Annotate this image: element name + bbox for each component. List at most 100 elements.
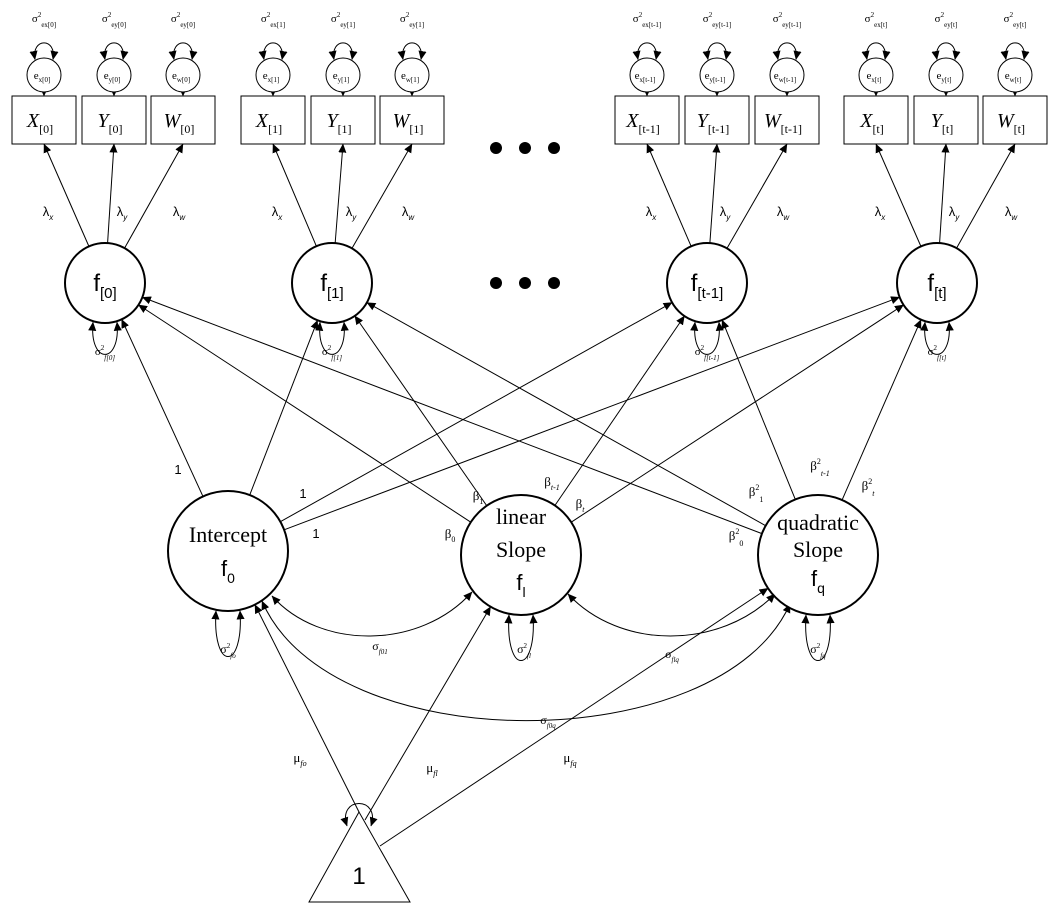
common-factor-label-part: [1] [327,285,344,302]
intercept-loading-arrow [121,318,204,497]
linear-loading-label-part: 0 [451,535,455,544]
error-term-circle [394,57,430,93]
common-factor-circle [666,242,748,324]
error-term-circle [26,57,62,93]
linear-quadratic-covariance-label-part: σ [665,647,672,661]
error-term-circle [255,57,291,93]
error-variance-loop [702,42,732,61]
error-variance-label-part: σ [1004,13,1010,25]
indicator-label-part: Y [931,110,944,132]
quadratic-loading-label-part: β [862,478,869,493]
linear-factor-label-line2-part: Slope [496,537,546,562]
factor-loading-arrow [43,143,90,247]
error-term-label: ey[0] [104,70,121,84]
error-term-label-part: e [635,70,640,82]
error-term-label: ex[t] [867,70,882,84]
loading-label-part: λ [272,204,279,219]
indicator-label: Y[1] [326,110,351,136]
error-term-label-part: e [172,70,177,82]
error-variance-label: σ2ey[t] [935,11,958,29]
loading-label: λw [173,204,187,222]
ellipsis-dot [548,277,560,289]
error-term-label: ey[t-1] [705,70,726,84]
loading-label-part: λ [720,204,727,219]
intercept-loading-arrow [249,319,319,496]
intercept-variance-label: σ2fo [220,642,236,660]
loading-label: λw [777,204,791,222]
indicator-label-part: X [859,110,873,132]
error-term-circle [928,57,964,93]
indicator-label-part: [t] [1014,122,1025,136]
ellipsis-dot [519,142,531,154]
quadratic-factor-label-symbol-part: q [817,580,825,596]
intercept-variance-label-part: 2 [227,642,231,650]
error-term-label-part: w[0] [177,76,190,84]
intercept-loading-label-part: 1 [299,486,306,501]
indicator-label: W[0] [164,110,195,136]
linear-factor-label-symbol-part: l [523,584,526,600]
intercept-quadratic-covariance-label: σf0q [540,713,556,730]
error-variance-loop [1000,42,1030,61]
intercept-factor-label-line1-part: Intercept [189,522,267,547]
indicator-box-w [379,95,445,145]
loading-label: λw [1005,204,1019,222]
intercept-linear-covariance-label: σf01 [372,639,387,656]
intercept-quadratic-covariance-label-part: σ [540,713,547,727]
error-term-label-part: x[1] [268,76,280,84]
quadratic-loading-label-part: β [749,484,756,499]
error-term-label-part: e [104,70,109,82]
factor-loading-arrow [351,143,413,249]
linear-factor-label-line2: Slope [496,537,546,562]
error-variance-label-part: 2 [337,11,341,19]
quadratic-factor-label-line1: quadratic [777,510,859,535]
loading-label: λy [346,204,358,222]
indicator-label-part: X [26,110,40,132]
loading-label-part: λ [777,204,784,219]
intercept-mean-label: μfo [293,750,306,768]
linear-variance-label-part: fl [527,652,531,660]
common-factor-label-part: f [93,270,100,297]
loading-label: λy [949,204,961,222]
error-term-label-part: x[0] [39,76,51,84]
error-term-label-part: e [401,70,406,82]
factor-loading-arrow [956,143,1016,249]
error-term-label-part: x[t] [871,76,881,84]
indicator-label-part: W [393,110,412,132]
quadratic-loading-label-part: β [729,528,736,543]
intercept-factor-circle [167,490,289,612]
error-variance-loop [328,42,358,61]
loading-label-part: x [651,213,657,222]
quadratic-loading-label-part: t [872,489,875,498]
error-variance-loop [258,42,288,61]
indicator-label-part: Y [697,110,710,132]
linear-loading-label: βt-1 [544,474,560,492]
intercept-loading-arrow [283,296,901,531]
error-variance-loop [861,42,891,61]
error-variance-label-part: σ [703,13,709,25]
factor-loading-arrow [334,143,347,244]
error-variance-label-part: 2 [406,11,410,19]
error-variance-label: σ2ey[t-1] [773,11,801,29]
intercept-variance-loop [211,610,245,657]
error-variance-label-part: σ [400,13,406,25]
indicator-box-y [913,95,979,145]
factor-variance-loop [88,321,122,355]
indicator-label: W[1] [393,110,424,136]
error-variance-label-part: 2 [267,11,271,19]
error-variance-label-part: ey[t-1] [712,21,731,29]
intercept-linear-covariance-label-part: σ [372,639,379,653]
loading-label-part: y [725,213,731,222]
quadratic-slope-factor-circle [757,494,879,616]
indicator-label-part: [t-1] [781,122,802,136]
common-factor-label-part: [0] [100,285,117,302]
ellipsis-dot [490,142,502,154]
error-variance-label-part: ey[1] [340,21,355,29]
loading-label-part: λ [402,204,409,219]
loading-label: λx [875,204,887,222]
factor-variance-label-part: 2 [101,344,105,352]
factor-loading-arrow [726,143,788,249]
constant-label-part: 1 [352,863,365,890]
error-variance-label: σ2ey[1] [400,11,424,29]
intercept-loading-label: 1 [312,526,319,541]
